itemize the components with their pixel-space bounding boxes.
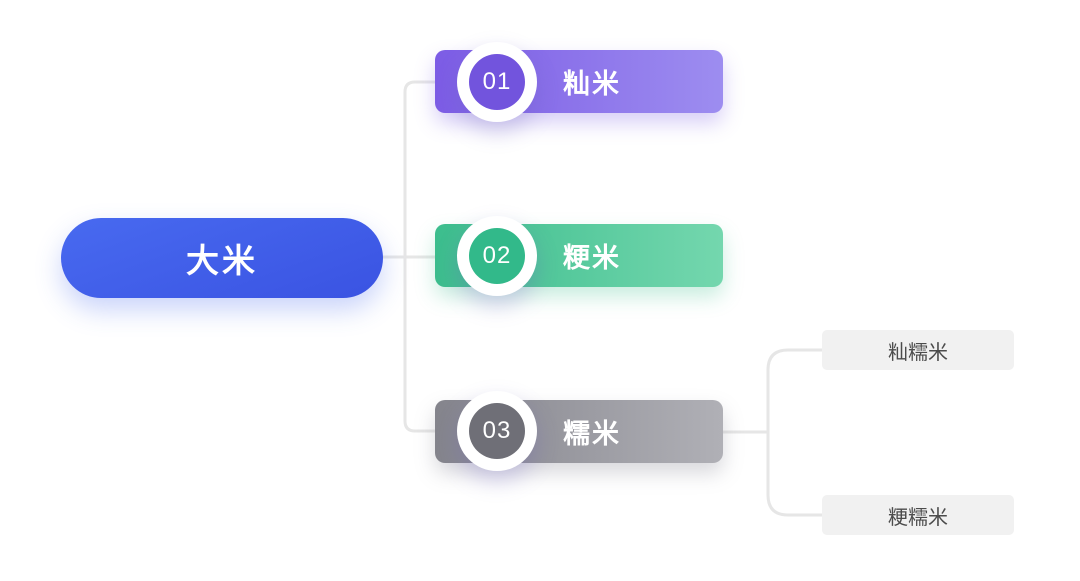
- root-node-rice: 大米: [61, 218, 383, 298]
- branch-label: 籼米: [563, 69, 621, 99]
- branch-number: 02: [482, 242, 512, 269]
- branch-number-circle: 02: [469, 228, 525, 284]
- sub-branch-label: 籼糯米: [888, 341, 948, 364]
- sub-branch-label: 粳糯米: [888, 506, 948, 529]
- branch-number: 03: [482, 417, 512, 444]
- branch-number-badge-01: 01: [457, 42, 537, 122]
- branch-number-badge-02: 02: [457, 216, 537, 296]
- root-node-label: 大米: [186, 242, 258, 279]
- branch-number-circle: 03: [469, 403, 525, 459]
- branch-label: 糯米: [563, 419, 621, 449]
- branches-trunk-connector: [403, 80, 435, 433]
- branch-number: 01: [482, 68, 512, 95]
- branch-number-circle: 01: [469, 54, 525, 110]
- sub-branch-node-japonica-glutinous: 粳糯米: [822, 495, 1014, 535]
- sub-branches-trunk-connector: [766, 348, 822, 517]
- sub-branch-node-indica-glutinous: 籼糯米: [822, 330, 1014, 370]
- branch-label: 粳米: [563, 243, 621, 273]
- branch-number-badge-03: 03: [457, 391, 537, 471]
